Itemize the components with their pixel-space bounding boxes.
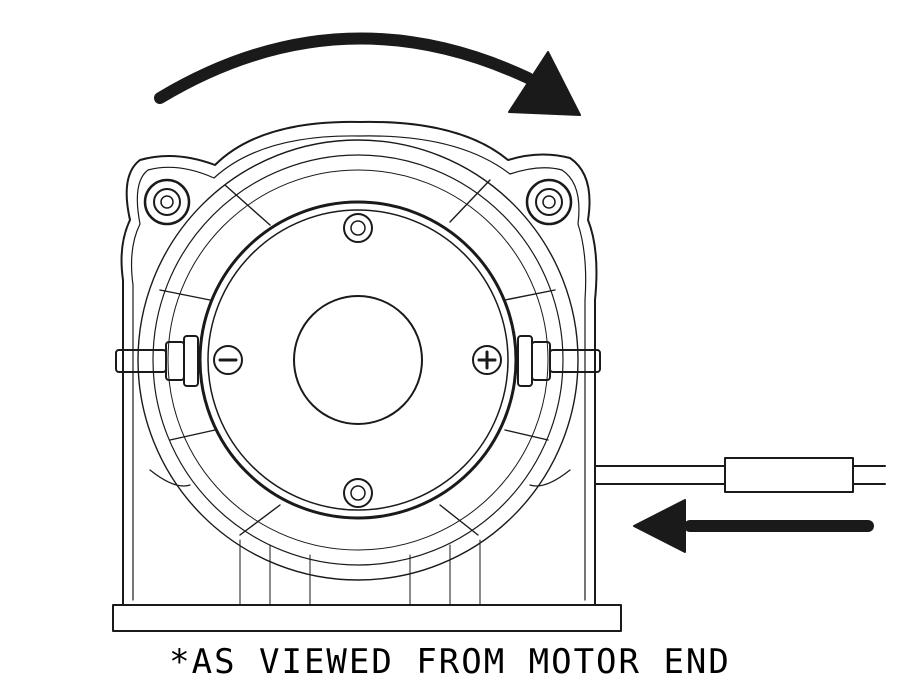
motor-housing (120, 120, 598, 606)
base-plate (112, 604, 622, 632)
plus-icon (472, 345, 502, 375)
cable (594, 457, 886, 493)
left-arrow-icon (633, 499, 874, 553)
tie-rod-left (115, 335, 199, 387)
motor-end-cap (198, 200, 518, 520)
minus-icon (213, 345, 243, 375)
mounting-bolt-right (525, 178, 573, 226)
tie-rod-right (517, 335, 601, 387)
clockwise-arrow-icon (154, 32, 581, 116)
caption: *AS VIEWED FROM MOTOR END (169, 642, 731, 682)
mounting-bolt-left (143, 178, 191, 226)
